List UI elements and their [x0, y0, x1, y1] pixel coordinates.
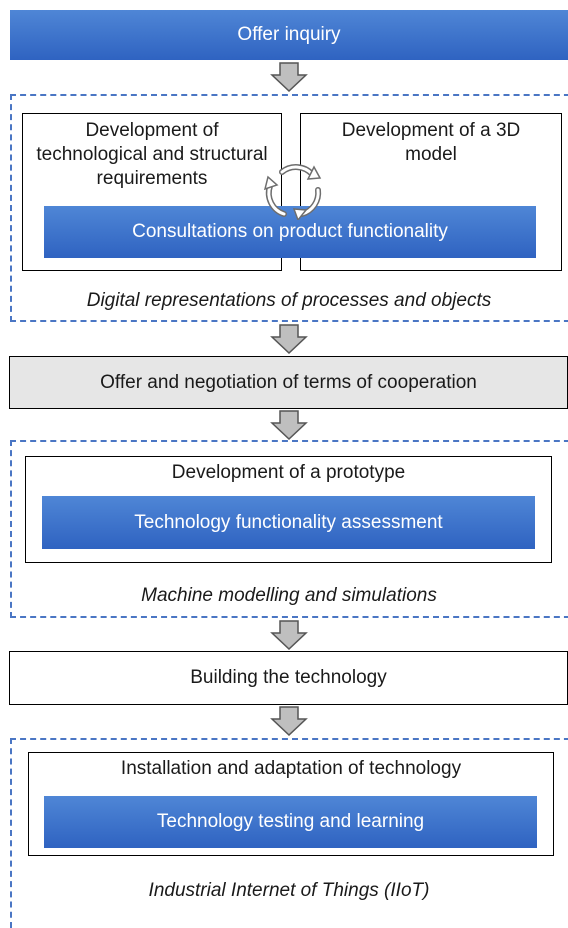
building-technology-box: Building the technology: [9, 651, 568, 705]
installation-label: Installation and adaptation of technolog…: [120, 758, 462, 779]
consultations-bar: Consultations on product functionality: [44, 206, 536, 258]
down-arrow-icon: [270, 620, 308, 650]
down-arrow-icon: [270, 62, 308, 92]
functionality-assessment-bar: Technology functionality assessment: [42, 496, 535, 549]
down-arrow-icon: [270, 410, 308, 440]
down-arrow-icon: [270, 706, 308, 736]
functionality-assessment-label: Technology functionality assessment: [134, 511, 443, 533]
offer-negotiation-label: Offer and negotiation of terms of cooper…: [100, 371, 477, 393]
stage1-caption: Digital representations of processes and…: [86, 290, 492, 311]
testing-learning-bar: Technology testing and learning: [44, 796, 537, 848]
stage3-caption: Industrial Internet of Things (IIoT): [148, 880, 430, 901]
cycle-arrows-icon: [263, 164, 322, 220]
requirements-label: Development of technological and structu…: [36, 120, 268, 189]
building-technology-label: Building the technology: [190, 667, 387, 688]
offer-negotiation-box: Offer and negotiation of terms of cooper…: [9, 356, 568, 409]
3d-model-label: Development of a 3D model: [341, 120, 521, 165]
stage1-dashed-region: [10, 94, 568, 322]
offer-inquiry-bar: Offer inquiry: [10, 10, 568, 60]
consultations-label: Consultations on product functionality: [132, 221, 448, 242]
stage3-dashed-region: [10, 738, 568, 928]
down-arrow-icon: [270, 324, 308, 354]
offer-inquiry-label: Offer inquiry: [237, 24, 341, 45]
prototype-label: Development of a prototype: [171, 462, 406, 483]
stage2-caption: Machine modelling and simulations: [141, 585, 437, 606]
testing-learning-label: Technology testing and learning: [156, 811, 425, 832]
stage2-dashed-region: [10, 440, 568, 618]
